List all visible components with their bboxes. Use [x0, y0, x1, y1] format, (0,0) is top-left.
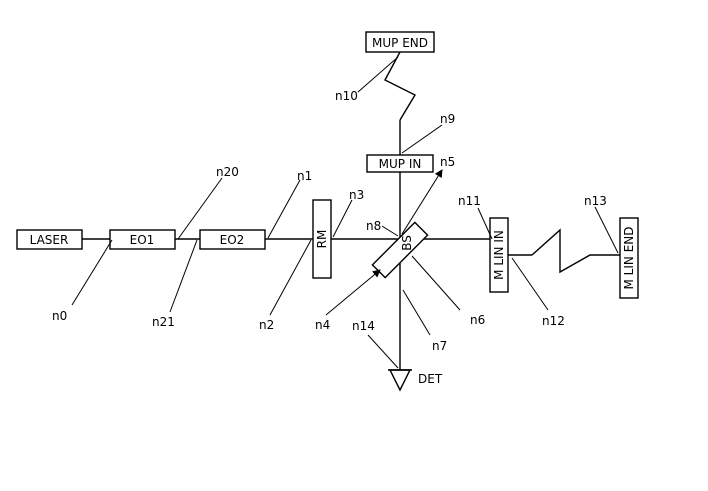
pointer-n10: [357, 56, 399, 93]
pointer-n6: [411, 255, 461, 311]
bs-label: BS: [400, 235, 414, 251]
mup-in-label: MUP IN: [379, 157, 422, 171]
node-label-n11: n11: [458, 194, 481, 208]
mlin-end-label: M LIN END: [622, 227, 636, 290]
mup-end-label: MUP END: [372, 36, 428, 50]
eo1-component: EO1: [109, 229, 176, 250]
zigzag-mup: [384, 51, 416, 121]
node-label-n4: n4: [315, 318, 330, 332]
pointer-n2: [269, 239, 312, 316]
rm-label: RM: [315, 230, 329, 249]
node-label-n6: n6: [470, 313, 485, 327]
det-label: DET: [418, 372, 443, 386]
pointer-n5: [401, 169, 443, 235]
rm-component: RM: [312, 199, 332, 279]
node-label-n13: n13: [584, 194, 607, 208]
node-labels: n0 n20 n21 n1 n2 n3 n8 n4 n5 n6 n7 n9 n1…: [52, 89, 607, 353]
pointer-n1: [267, 179, 301, 239]
zigzag-mlin: [531, 228, 620, 274]
pointer-n4: [325, 269, 381, 316]
pointer-n14: [367, 334, 399, 369]
node-label-n14: n14: [352, 319, 375, 333]
node-label-n20: n20: [216, 165, 239, 179]
node-pointers: [71, 56, 619, 369]
eo2-label: EO2: [220, 233, 245, 247]
node-label-n21: n21: [152, 315, 175, 329]
node-label-n2: n2: [259, 318, 274, 332]
pointer-n11: [477, 207, 493, 240]
mlin-end-component: M LIN END: [619, 217, 639, 299]
mup-end-component: MUP END: [365, 31, 435, 53]
node-label-n0: n0: [52, 309, 67, 323]
node-label-n12: n12: [542, 314, 565, 328]
pointer-n7: [402, 289, 431, 336]
detector-component: DET: [388, 369, 443, 392]
pointer-n13: [594, 206, 619, 254]
beam-splitter-component: BS: [371, 221, 429, 279]
pointer-n0: [71, 239, 113, 306]
node-label-n7: n7: [432, 339, 447, 353]
node-label-n1: n1: [297, 169, 312, 183]
eo1-label: EO1: [130, 233, 155, 247]
node-label-n9: n9: [440, 112, 455, 126]
pointer-n20: [177, 177, 223, 240]
laser-label: LASER: [30, 233, 69, 247]
node-label-n8: n8: [366, 219, 381, 233]
node-label-n3: n3: [349, 188, 364, 202]
node-label-n10: n10: [335, 89, 358, 103]
mup-in-component: MUP IN: [366, 154, 434, 173]
pointer-n9: [401, 124, 443, 154]
eo2-component: EO2: [199, 229, 266, 250]
mlin-in-label: M LIN IN: [492, 230, 506, 280]
laser-component: LASER: [16, 229, 83, 250]
pointer-n21: [169, 239, 198, 313]
mlin-in-component: M LIN IN: [489, 217, 509, 293]
pointer-n8: [381, 225, 399, 237]
node-label-n5: n5: [440, 155, 455, 169]
pointer-n3: [332, 199, 353, 238]
pointer-n12: [511, 257, 549, 311]
beam-paths: [82, 51, 620, 370]
